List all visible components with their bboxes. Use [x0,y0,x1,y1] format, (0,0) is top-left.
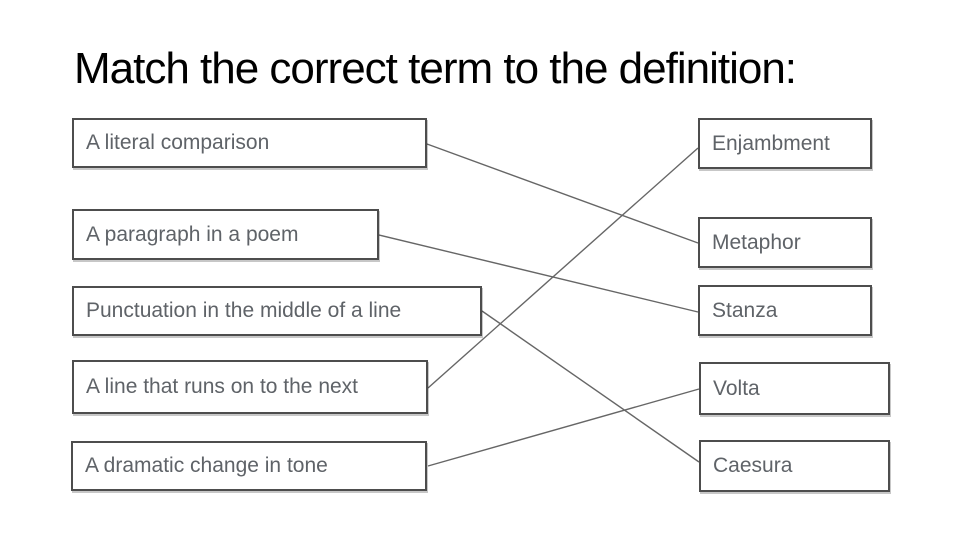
term-label: Enjambment [712,131,830,155]
term-label: Caesura [713,454,793,477]
definition-box-dramatic-change[interactable]: A dramatic change in tone [71,441,427,491]
definition-label: A dramatic change in tone [85,454,328,477]
definition-label: A line that runs on to the next [86,375,359,398]
term-box-stanza[interactable]: Stanza [698,285,872,336]
page-title: Match the correct term to the definition… [74,44,797,93]
term-box-volta[interactable]: Volta [699,362,890,415]
definition-label: Punctuation in the middle of a line [86,299,402,322]
definition-box-paragraph-in-poem[interactable]: A paragraph in a poem [72,209,379,260]
definition-box-literal-comparison[interactable]: A literal comparison [72,118,427,168]
connector-line-runs-on-to-enjambment [427,147,699,389]
term-label: Metaphor [712,230,801,254]
definition-label: A literal comparison [86,131,270,154]
term-label: Volta [713,376,760,400]
connector-dramatic-change-to-volta [427,388,700,467]
definition-box-punctuation-middle[interactable]: Punctuation in the middle of a line [72,286,482,336]
term-box-metaphor[interactable]: Metaphor [698,217,872,268]
term-box-enjambment[interactable]: Enjambment [698,118,872,169]
term-label: Stanza [712,298,778,322]
definition-box-line-runs-on[interactable]: A line that runs on to the next [72,360,428,414]
connector-literal-comparison-to-metaphor [426,143,699,244]
connector-punctuation-middle-to-caesura [481,310,700,463]
term-box-caesura[interactable]: Caesura [699,440,890,492]
definition-label: A paragraph in a poem [86,222,299,246]
